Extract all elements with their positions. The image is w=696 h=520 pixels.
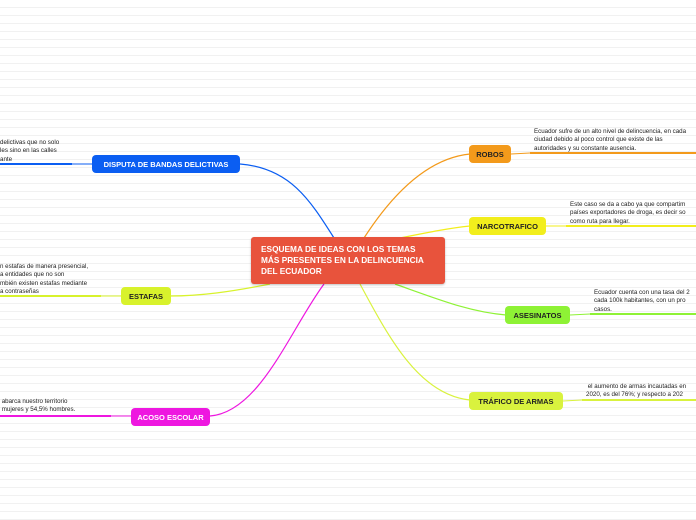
underline-robos-link <box>510 152 531 155</box>
node-robos[interactable]: ROBOS <box>469 145 511 163</box>
node-estafas-label: ESTAFAS <box>128 291 164 301</box>
node-bandas-delictivas-label: DISPUTA DE BANDAS DELICTIVAS <box>103 159 229 169</box>
node-trafico-armas[interactable]: TRÁFICO DE ARMAS <box>469 392 563 410</box>
node-trafico-armas-label: TRÁFICO DE ARMAS <box>478 396 554 406</box>
node-asesinatos-label: ASESINATOS <box>513 310 562 320</box>
node-acoso-escolar-label: ACOSO ESCOLAR <box>137 412 204 422</box>
connector-estafas <box>169 283 271 297</box>
central-topic[interactable]: ESQUEMA DE IDEAS CON LOS TEMAS MÁS PRESE… <box>251 237 445 284</box>
connector-trafico-armas <box>359 283 471 401</box>
node-asesinatos[interactable]: ASESINATOS <box>505 306 570 324</box>
robos-description: Ecuador sufre de un alto nivel de delinc… <box>534 128 687 152</box>
bandas-description: delictivas que no solo les sino en las c… <box>0 139 60 163</box>
node-estafas[interactable]: ESTAFAS <box>121 287 171 305</box>
acoso-description: abarca nuestro territorio mujeres y 54,5… <box>1 398 76 414</box>
asesinatos-description: Ecuador cuenta con una tasa del 2 cada 1… <box>594 289 690 313</box>
central-topic-label: ESQUEMA DE IDEAS CON LOS TEMAS MÁS PRESE… <box>261 244 424 276</box>
node-bandas-delictivas[interactable]: DISPUTA DE BANDAS DELICTIVAS <box>92 155 240 173</box>
estafas-description: n estafas de manera presencial, a entida… <box>0 263 89 296</box>
node-acoso-escolar[interactable]: ACOSO ESCOLAR <box>131 408 210 426</box>
underline-trafico-armas-link <box>562 399 583 402</box>
node-narcotrafico-label: NARCOTRAFICO <box>477 221 538 231</box>
connector-acoso <box>209 283 325 417</box>
narcotrafico-description: Este caso se da a cabo ya que compartim … <box>570 201 686 225</box>
connector-bandas <box>239 163 335 239</box>
connector-asesinatos <box>394 283 507 316</box>
node-narcotrafico[interactable]: NARCOTRAFICO <box>469 217 546 235</box>
connector-robos <box>363 153 471 239</box>
trafico-armas-description: el aumento de armas incautadas en 2020, … <box>586 383 687 399</box>
node-robos-label: ROBOS <box>476 149 504 159</box>
connector-narcotrafico <box>399 225 471 239</box>
underline-asesinatos-link <box>569 313 591 316</box>
